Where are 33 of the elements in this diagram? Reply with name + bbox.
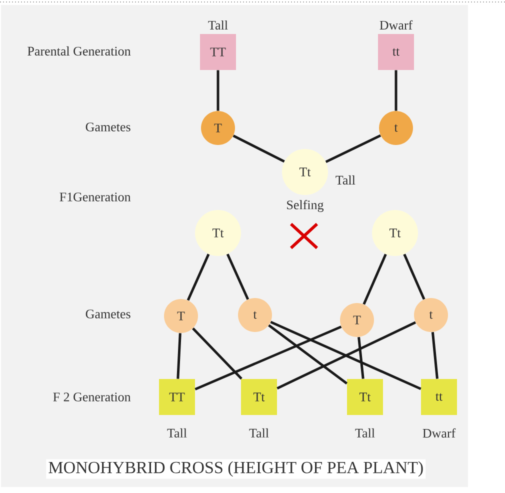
row-label: Gametes (86, 122, 130, 132)
connector-line (362, 254, 387, 305)
row-label: Gametes (86, 310, 130, 318)
connector-line (232, 134, 285, 163)
connector-line (431, 332, 438, 379)
row-label: F1Generation (60, 192, 131, 202)
row-label: F 2 Generation (53, 392, 131, 402)
connector-line (194, 326, 342, 390)
connector-line (358, 336, 364, 379)
trait-label: Dwarf (380, 20, 413, 30)
connector-line (216, 70, 220, 111)
trait-label: Tall (355, 428, 375, 438)
connector-line (176, 333, 182, 379)
connector-line (186, 254, 210, 301)
trait-label: Dwarf (422, 428, 456, 438)
connector-line (226, 254, 250, 300)
row-label: Parental Generation (28, 46, 131, 56)
connector-line (394, 70, 398, 111)
parent-square: TT (200, 34, 236, 70)
connector-line (268, 324, 348, 384)
offspring-square: TT (159, 379, 195, 415)
connector-line (403, 254, 426, 300)
offspring-square: Tt (347, 379, 383, 415)
caption: MONOHYBRID CROSS (HEIGHT OF PEA PLANT) (46, 459, 426, 479)
connector-line (325, 134, 382, 164)
trait-label: Tall (208, 20, 228, 30)
parent-square: tt (378, 34, 414, 70)
offspring-square: Tt (241, 379, 277, 415)
offspring-square: tt (421, 379, 457, 415)
trait-label: Tall (249, 428, 269, 438)
connector-line (192, 328, 242, 380)
trait-label: Tall (336, 175, 356, 185)
trait-label: Tall (167, 428, 187, 438)
